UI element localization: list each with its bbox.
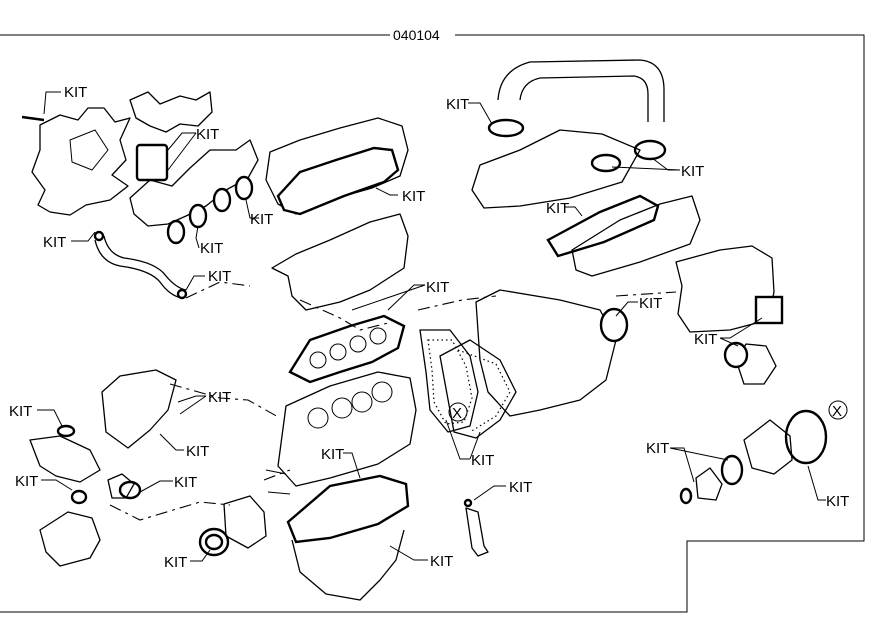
kit-label: KIT: [402, 188, 425, 205]
kit-label: KIT: [446, 96, 469, 113]
exhaust-manifold-parts: [471, 59, 784, 333]
drawing-code: 040104: [393, 27, 440, 43]
oil-pan-parts: [265, 469, 489, 601]
svg-text:X: X: [832, 403, 842, 420]
engine-block-parts: [101, 289, 629, 487]
kit-label: KIT: [546, 200, 569, 217]
assembly-lines: [109, 281, 677, 521]
kit-label: KIT: [43, 234, 66, 251]
kit-label: KIT: [694, 331, 717, 348]
kit-label: KIT: [426, 279, 449, 296]
kit-label: KIT: [196, 126, 219, 143]
kit-label: KIT: [509, 479, 532, 496]
drawing-frame: [0, 34, 865, 613]
kit-label: KIT: [186, 443, 209, 460]
lower-left-parts: [29, 424, 267, 567]
kit-label: KIT: [9, 403, 32, 420]
kit-label: KIT: [164, 554, 187, 571]
kit-label: KIT: [208, 268, 231, 285]
ref-marker-center: X: [448, 402, 468, 422]
kit-callouts: KIT KIT KIT KIT KIT KIT KIT KIT KIT KIT …: [9, 84, 849, 571]
water-pump-parts: [679, 341, 828, 505]
kit-label: KIT: [639, 295, 662, 312]
kit-label: KIT: [471, 452, 494, 469]
kit-label: KIT: [64, 84, 87, 101]
kit-label: KIT: [646, 440, 669, 457]
kit-label: KIT: [200, 240, 223, 257]
ref-marker-right: X: [828, 400, 848, 420]
kit-label: KIT: [208, 389, 231, 406]
kit-label: KIT: [681, 163, 704, 180]
cylinder-head-parts: [265, 117, 409, 384]
kit-label: KIT: [430, 553, 453, 570]
kit-label: KIT: [250, 211, 273, 228]
leader-lines: [37, 91, 826, 562]
svg-text:X: X: [452, 405, 462, 422]
cylinder-head-side-parts: [21, 91, 259, 300]
kit-label: KIT: [174, 474, 197, 491]
kit-label: KIT: [15, 473, 38, 490]
kit-label: KIT: [321, 446, 344, 463]
kit-label: KIT: [826, 493, 849, 510]
